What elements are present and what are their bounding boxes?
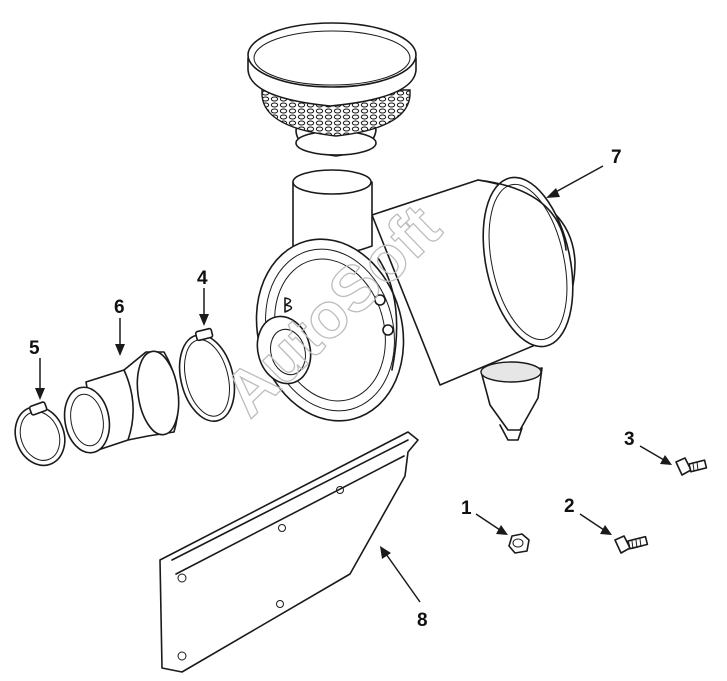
hose-adaptor — [63, 350, 180, 454]
mounting-bracket — [159, 431, 419, 673]
callout-labels: 1 2 3 4 5 6 7 8 — [29, 147, 635, 631]
callout-2: 2 — [564, 496, 575, 517]
bolt-upper — [675, 457, 708, 476]
callout-5: 5 — [29, 338, 40, 359]
callout-8: 8 — [417, 610, 428, 631]
bolt-lower — [614, 535, 649, 554]
hex-nut — [508, 533, 530, 554]
leader-arrows — [35, 165, 672, 603]
callout-7: 7 — [611, 147, 622, 168]
hose-clamp-large — [178, 327, 236, 422]
air-cleaner-housing — [255, 169, 576, 441]
callout-4: 4 — [197, 268, 208, 289]
callout-1: 1 — [461, 498, 472, 519]
precleaner-cap — [247, 22, 417, 157]
hose-clamp-small — [14, 401, 66, 467]
callout-3: 3 — [624, 429, 635, 450]
callout-6: 6 — [114, 297, 125, 318]
